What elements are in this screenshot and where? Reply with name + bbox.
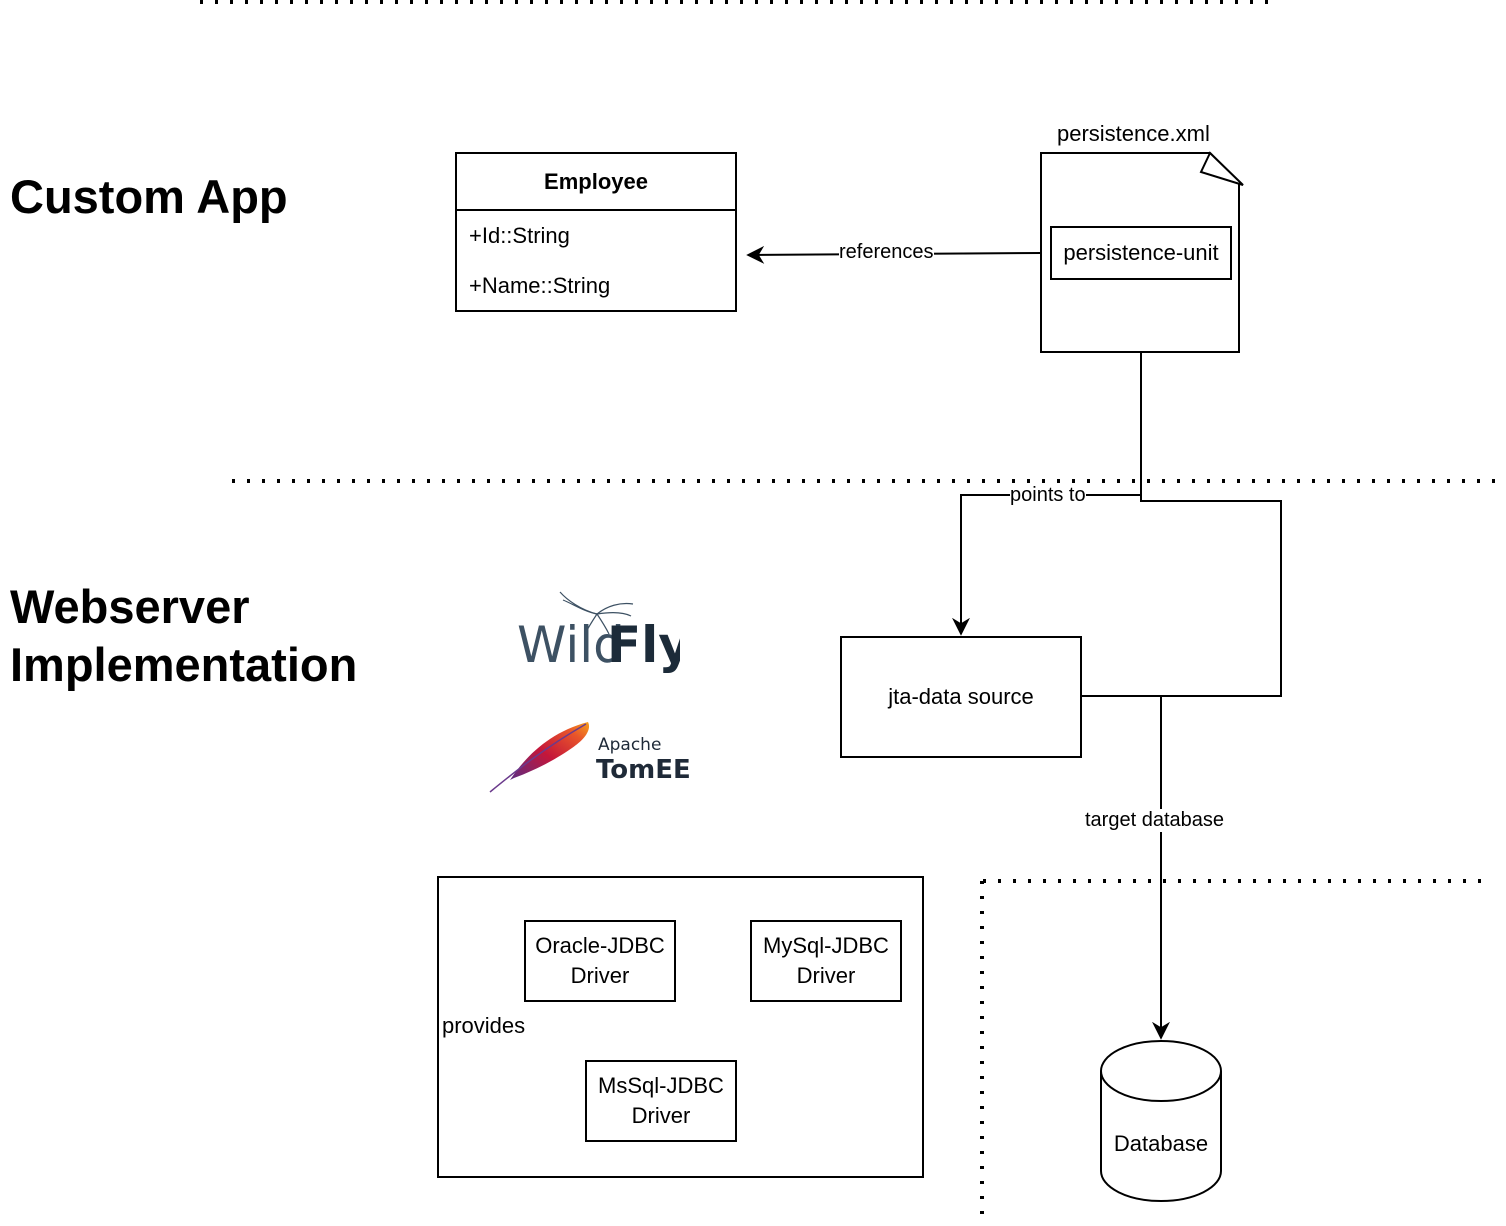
tomee-wordmark: TomEE bbox=[596, 755, 691, 785]
database-cylinder bbox=[1100, 1040, 1222, 1202]
edge-label-references: references bbox=[839, 241, 934, 264]
edge-label-target-database: target database bbox=[1084, 809, 1225, 832]
employee-class-name: Employee bbox=[457, 154, 735, 211]
mysql-jdbc-driver-box[interactable]: MySql-JDBC Driver bbox=[750, 920, 902, 1002]
wildfly-logo: Wild Fly bbox=[517, 591, 680, 674]
database-label: Database bbox=[1113, 1131, 1209, 1156]
mssql-jdbc-driver-box[interactable]: MsSql-JDBC Driver bbox=[585, 1060, 737, 1142]
employee-attribute-id: +Id::String bbox=[469, 223, 570, 248]
feather-icon bbox=[510, 722, 590, 780]
edge-label-points-to: points to bbox=[1010, 484, 1086, 507]
section-title-webserver: Webserver Implementation bbox=[10, 578, 357, 694]
oracle-jdbc-driver-box[interactable]: Oracle-JDBC Driver bbox=[524, 920, 676, 1002]
persistence-unit-box[interactable]: persistence-unit bbox=[1050, 226, 1232, 280]
section-title-webserver-line2: Implementation bbox=[10, 638, 358, 691]
persistence-filename: persistence.xml bbox=[1057, 121, 1210, 146]
wildfly-wordmark-light: Wild bbox=[517, 616, 625, 674]
section-title-webserver-line1: Webserver bbox=[10, 580, 250, 633]
document-folded-corner bbox=[1199, 151, 1244, 186]
tomee-logo: Apache TomEE bbox=[489, 722, 691, 793]
tomee-apache-text: Apache bbox=[598, 735, 661, 755]
edge-loop bbox=[1081, 495, 1282, 697]
wildfly-wordmark-bold: Fly bbox=[607, 616, 680, 674]
provides-label: provides bbox=[442, 1013, 526, 1038]
employee-attribute-name: +Name::String bbox=[469, 273, 611, 298]
jta-data-source-box[interactable]: jta-data source bbox=[840, 636, 1082, 758]
section-title-custom-app: Custom App bbox=[10, 170, 288, 223]
employee-class[interactable]: Employee +Id::String +Name::String bbox=[455, 152, 737, 312]
